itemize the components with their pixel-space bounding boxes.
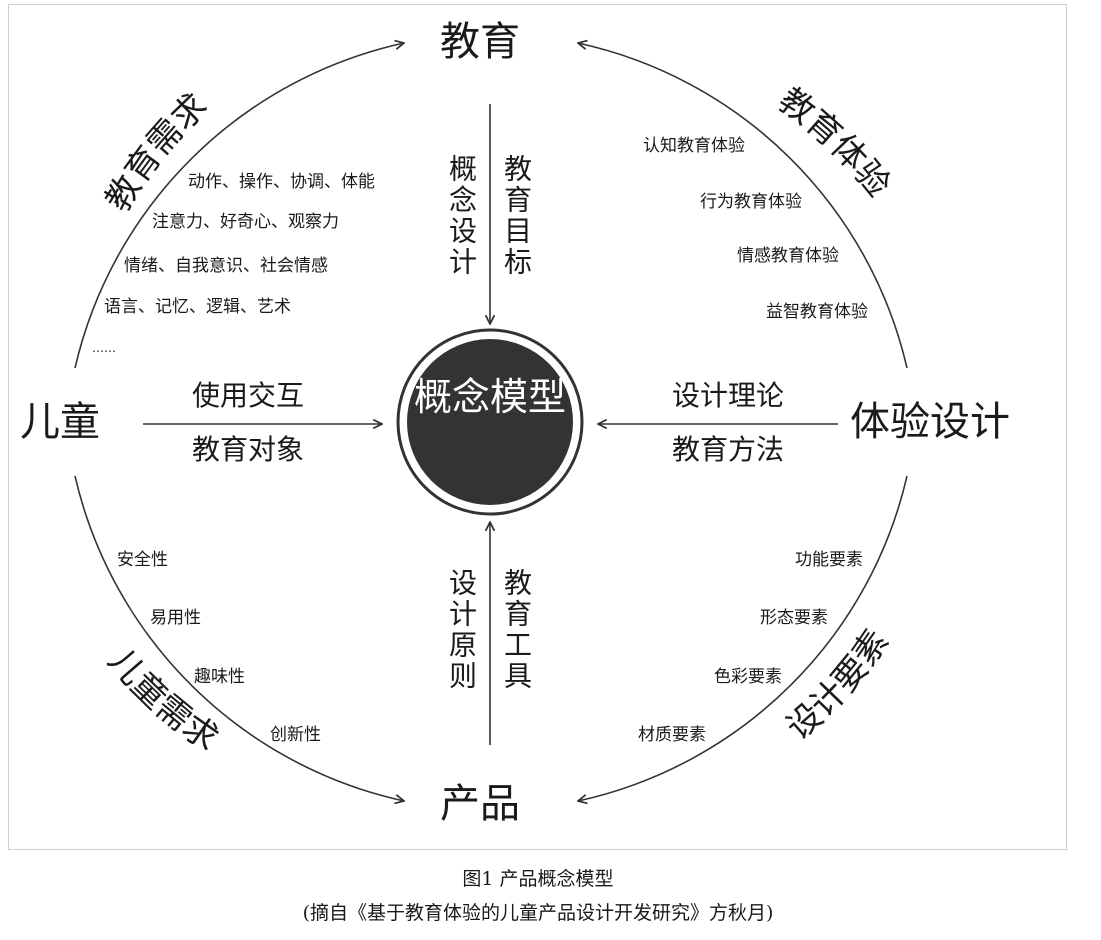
label-use-interaction: 使用交互 — [192, 379, 305, 412]
list-item: 情感教育体验 — [737, 246, 839, 266]
list-item: 易用性 — [150, 608, 201, 628]
list-item: 创新性 — [270, 725, 321, 745]
list-item: 形态要素 — [760, 608, 828, 628]
node-children: 儿童 — [20, 399, 100, 445]
node-experience-design: 体验设计 — [850, 399, 1010, 445]
arc-top-right — [578, 43, 908, 369]
label-education-goal: 教育目标 — [500, 154, 533, 278]
list-item: 动作、操作、协调、体能 — [188, 172, 375, 192]
arc-top-left — [74, 43, 404, 369]
label-education-tool: 教育工具 — [500, 568, 533, 692]
list-item: 安全性 — [117, 550, 168, 570]
figure-caption: 图1 产品概念模型 — [462, 868, 614, 890]
figure-source: (摘自《基于教育体验的儿童产品设计开发研究》方秋月) — [302, 902, 774, 924]
arc-bottom-right — [578, 475, 908, 801]
list-item: 益智教育体验 — [766, 302, 868, 322]
list-item: 功能要素 — [795, 550, 863, 570]
list-item: 情绪、自我意识、社会情感 — [124, 256, 328, 276]
list-item: 材质要素 — [638, 725, 706, 745]
list-item: 认知教育体验 — [643, 136, 745, 156]
diagram-canvas: 教育需求 教育体验 儿童需求 设计要素 — [74, 0, 908, 860]
core-disc — [407, 339, 573, 505]
core-label: 概念模型 — [413, 375, 566, 419]
label-design-theory: 设计理论 — [672, 379, 785, 412]
list-item: 行为教育体验 — [700, 192, 802, 212]
label-education-method: 教育方法 — [672, 433, 785, 466]
arc-bottom-left — [74, 475, 404, 801]
list-item: 语言、记忆、逻辑、艺术 — [104, 297, 291, 317]
quadrant-title-bottom-right: 设计要素 — [779, 622, 897, 748]
node-product: 产品 — [440, 781, 520, 827]
label-education-object: 教育对象 — [192, 433, 305, 466]
core-ring — [396, 328, 584, 516]
label-concept-design: 概念设计 — [445, 154, 478, 278]
list-item: 注意力、好奇心、观察力 — [152, 212, 339, 232]
quadrant-title-top-right: 教育体验 — [771, 80, 898, 204]
list-item: 趣味性 — [194, 667, 245, 687]
list-item-ellipsis: …… — [92, 341, 116, 355]
node-education: 教育 — [440, 19, 520, 65]
label-design-principle: 设计原则 — [445, 568, 478, 692]
diagram-frame — [8, 4, 1067, 850]
list-item: 色彩要素 — [714, 667, 782, 687]
